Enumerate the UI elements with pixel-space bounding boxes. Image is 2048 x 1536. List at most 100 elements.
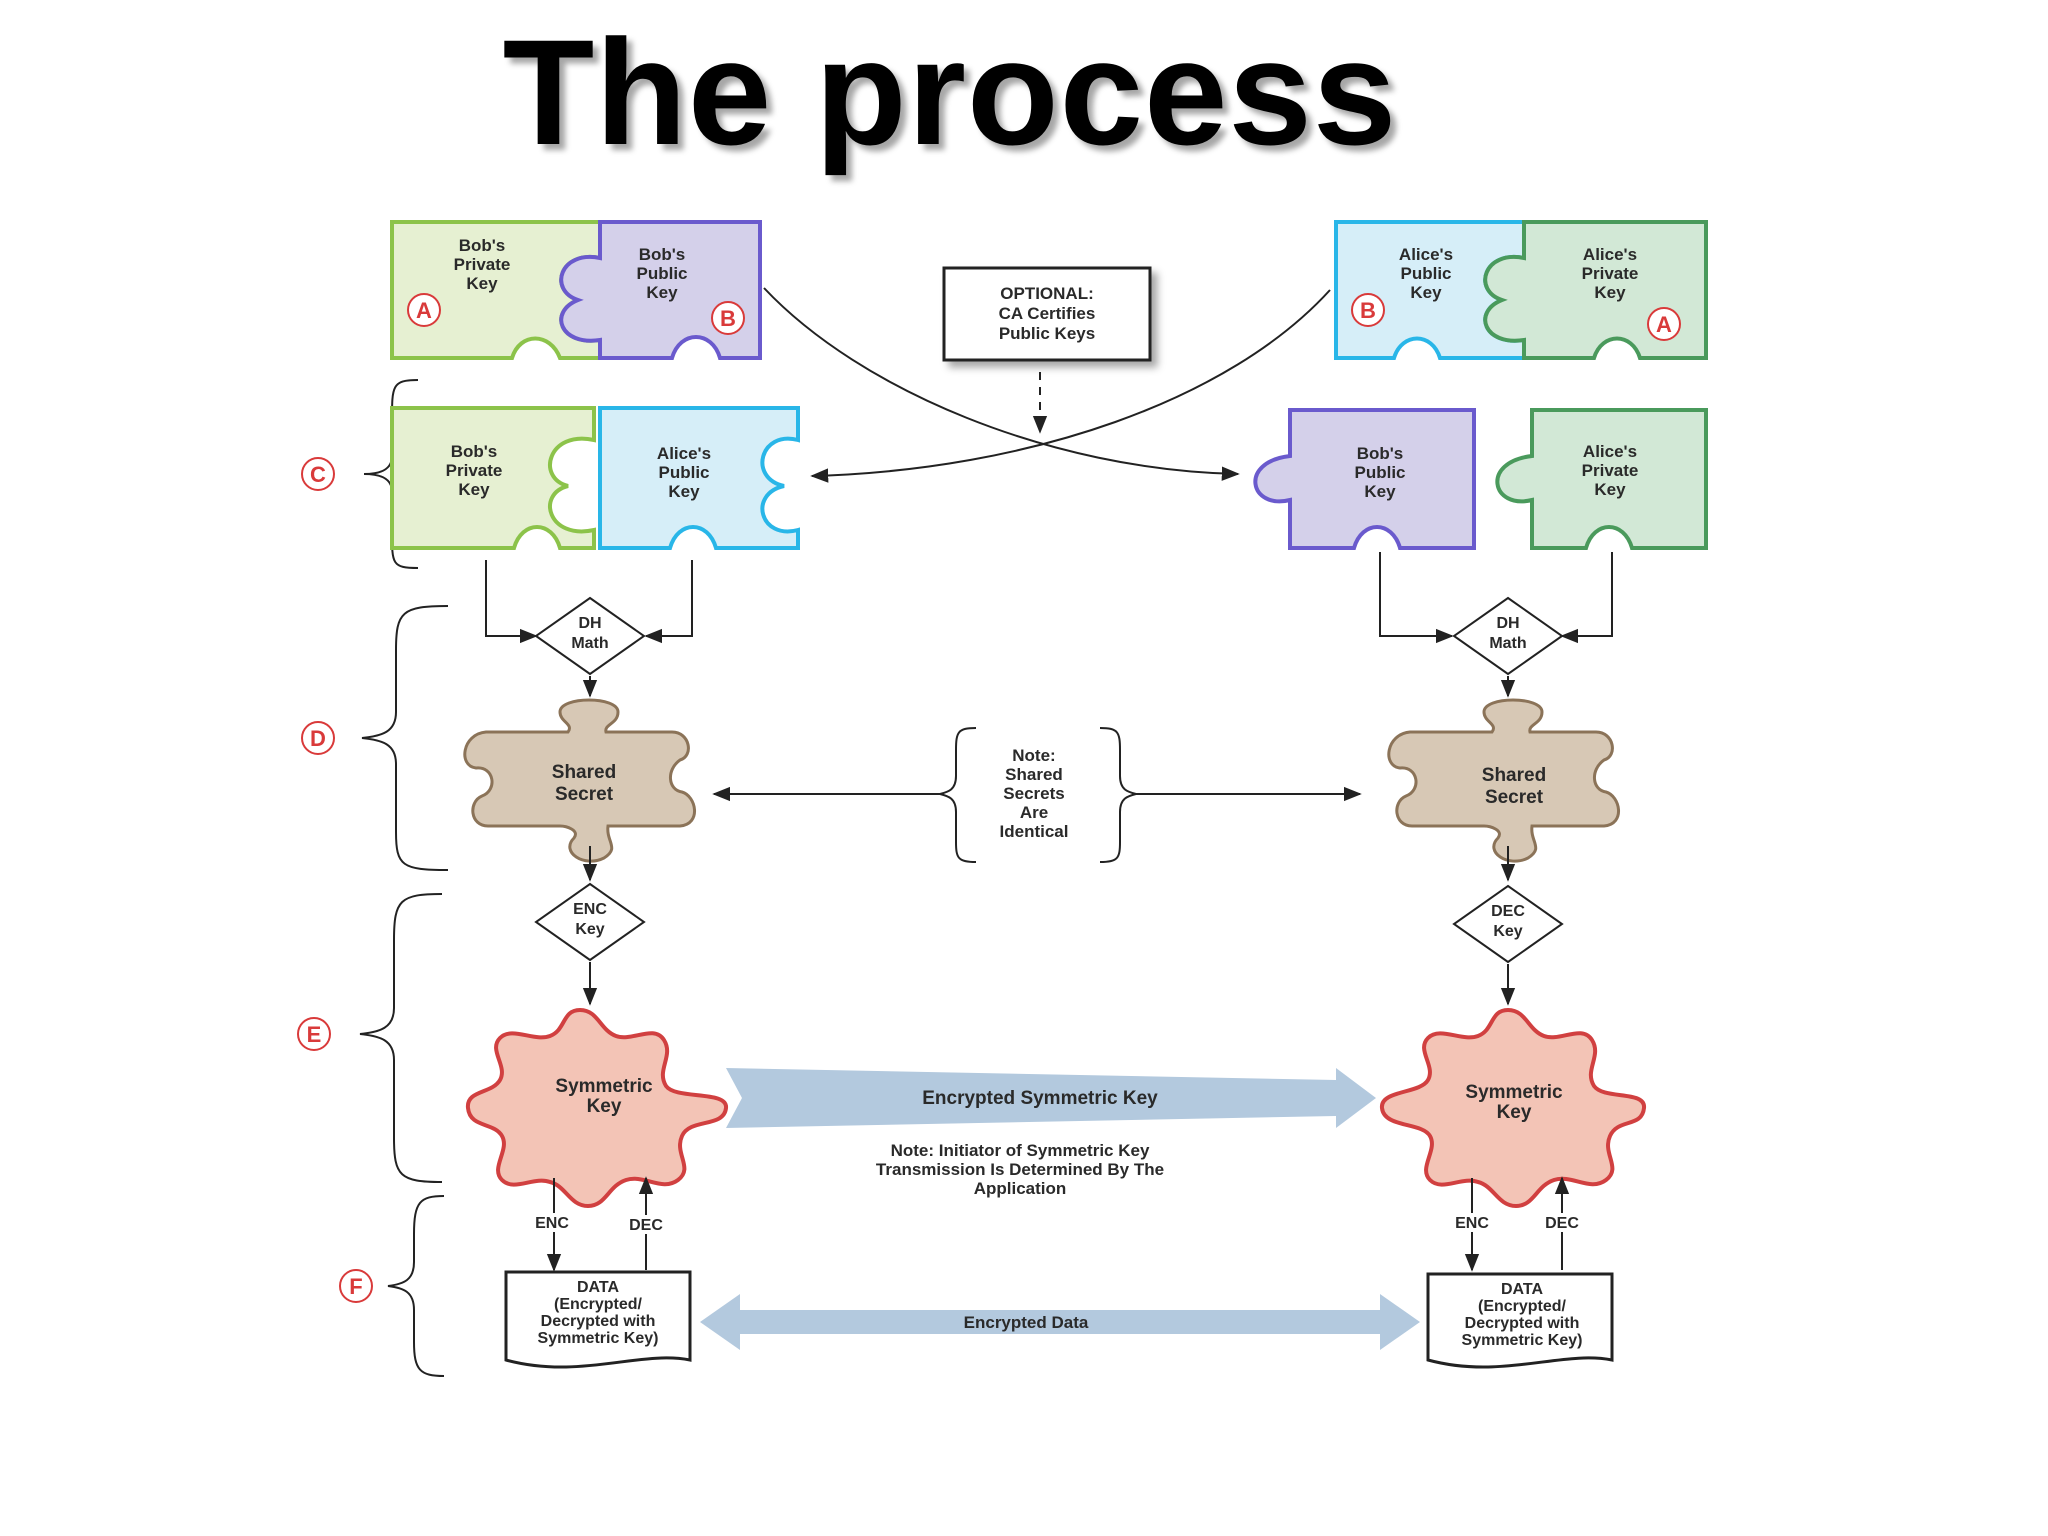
alice-private-key-label-top-2: Private bbox=[1582, 264, 1639, 283]
data-left-line-2: (Encrypted/ bbox=[554, 1296, 643, 1313]
shared-secret-left: Shared Secret bbox=[463, 698, 696, 863]
letter-a-right: A bbox=[1656, 312, 1672, 337]
letter-d: D bbox=[310, 726, 326, 751]
bob-public-key-piece bbox=[1253, 408, 1476, 550]
bob-private-key-label-1: Bob's bbox=[451, 442, 498, 461]
optional-ca-box: OPTIONAL: CA Certifies Public Keys bbox=[942, 266, 1152, 434]
alice-private-key-label-2: Private bbox=[1582, 461, 1639, 480]
shared-secret-right-line-2: Secret bbox=[1485, 787, 1544, 808]
data-document-left: DATA (Encrypted/ Decrypted with Symmetri… bbox=[504, 1270, 692, 1369]
bob-public-key-label-top-1: Bob's bbox=[639, 245, 686, 264]
alice-private-key-label-3: Key bbox=[1594, 480, 1626, 499]
data-document-right: DATA (Encrypted/ Decrypted with Symmetri… bbox=[1426, 1272, 1614, 1369]
bob-public-key-label-top-3: Key bbox=[646, 283, 678, 302]
note-initiator: Note: Initiator of Symmetric Key Transmi… bbox=[876, 1141, 1164, 1198]
exchange-arrow-alice-public bbox=[810, 289, 1331, 483]
symmetric-key-left-line-2: Key bbox=[587, 1096, 622, 1117]
bob-public-key-piece-top bbox=[559, 220, 762, 360]
shared-secret-right: Shared Secret bbox=[1387, 698, 1620, 863]
enc-dec-arrows-left bbox=[546, 1176, 654, 1272]
alice-key-pair-top: Alice's Public Key Alice's Private Key B… bbox=[1334, 220, 1708, 360]
note-identical-line-5: Identical bbox=[1000, 822, 1069, 841]
bob-private-key-label-top-1: Bob's bbox=[459, 236, 506, 255]
alice-side-keys: Bob's Public Key Alice's Private Key bbox=[1253, 408, 1708, 550]
dec-key-diamond: DEC Key bbox=[1452, 884, 1564, 1006]
exchange-arrow-bob-public bbox=[763, 287, 1240, 481]
letter-c: C bbox=[310, 462, 326, 487]
symmetric-key-right: Symmetric Key bbox=[1380, 1007, 1646, 1209]
note-identical: Note: Shared Secrets Are Identical bbox=[712, 727, 1362, 863]
letter-a-left: A bbox=[416, 298, 432, 323]
data-right-line-2: (Encrypted/ bbox=[1478, 1298, 1567, 1315]
encrypted-symmetric-key-arrow: Encrypted Symmetric Key bbox=[726, 1068, 1376, 1128]
encrypted-data-label: Encrypted Data bbox=[964, 1313, 1089, 1332]
bracket-f: F bbox=[339, 1195, 445, 1377]
dec-key-line-2: Key bbox=[1493, 923, 1522, 940]
dh-math-left-line-2: Math bbox=[571, 635, 608, 652]
bob-side-keys: Bob's Private Key Alice's Public Key bbox=[390, 406, 800, 550]
enc-key-line-1: ENC bbox=[573, 901, 607, 918]
alice-public-key-label-top-3: Key bbox=[1410, 283, 1442, 302]
bracket-d: D bbox=[301, 605, 449, 871]
symmetric-key-left-line-1: Symmetric bbox=[555, 1076, 653, 1097]
enc-label-right: ENC bbox=[1455, 1215, 1489, 1232]
bracket-e: E bbox=[297, 893, 443, 1183]
letter-f: F bbox=[349, 1274, 362, 1299]
data-right-line-1: DATA bbox=[1501, 1281, 1544, 1298]
dec-label-right: DEC bbox=[1545, 1215, 1579, 1232]
bob-private-key-label-top-2: Private bbox=[454, 255, 511, 274]
note-identical-line-1: Note: bbox=[1012, 746, 1055, 765]
enc-key-diamond: ENC Key bbox=[534, 882, 646, 1006]
bob-public-key-label-top-2: Public bbox=[636, 264, 687, 283]
letter-b-left: B bbox=[720, 306, 736, 331]
bob-public-key-label-1: Bob's bbox=[1357, 444, 1404, 463]
bob-key-pair-top: Bob's Private Key Bob's Public Key A B bbox=[390, 220, 762, 360]
encrypted-data-arrow: Encrypted Data bbox=[700, 1294, 1420, 1350]
note-initiator-line-1: Note: Initiator of Symmetric Key bbox=[891, 1141, 1150, 1160]
alice-public-key-label-1: Alice's bbox=[657, 444, 711, 463]
symmetric-key-right-line-1: Symmetric bbox=[1465, 1082, 1563, 1103]
optional-box-line-1: OPTIONAL: bbox=[1000, 284, 1094, 303]
letter-b-right: B bbox=[1360, 298, 1376, 323]
data-right-line-4: Symmetric Key) bbox=[1462, 1332, 1583, 1349]
note-identical-line-3: Secrets bbox=[1003, 784, 1064, 803]
note-initiator-line-3: Application bbox=[974, 1179, 1067, 1198]
symmetric-key-right-line-2: Key bbox=[1497, 1102, 1532, 1123]
alice-public-key-label-3: Key bbox=[668, 482, 700, 501]
shared-secret-left-line-1: Shared bbox=[552, 762, 616, 783]
dh-math-right-line-1: DH bbox=[1496, 615, 1519, 632]
dh-math-right-line-2: Math bbox=[1489, 635, 1526, 652]
letter-e: E bbox=[307, 1022, 322, 1047]
symmetric-key-left: Symmetric Key bbox=[466, 1007, 728, 1209]
data-left-line-4: Symmetric Key) bbox=[538, 1330, 659, 1347]
data-right-line-3: Decrypted with bbox=[1465, 1315, 1580, 1332]
data-left-line-3: Decrypted with bbox=[541, 1313, 656, 1330]
alice-public-key-piece bbox=[598, 406, 800, 550]
optional-box-line-3: Public Keys bbox=[999, 324, 1095, 343]
alice-public-key-label-top-2: Public bbox=[1400, 264, 1451, 283]
slide-title: The process bbox=[502, 8, 1398, 176]
alice-private-key-label-top-1: Alice's bbox=[1583, 245, 1637, 264]
bob-private-key-label-top-3: Key bbox=[466, 274, 498, 293]
bob-public-key-label-2: Public bbox=[1354, 463, 1405, 482]
enc-key-line-2: Key bbox=[575, 921, 604, 938]
dh-connectors bbox=[485, 552, 1613, 644]
note-initiator-line-2: Transmission Is Determined By The bbox=[876, 1160, 1164, 1179]
note-identical-line-2: Shared bbox=[1005, 765, 1063, 784]
dh-math-right: DH Math bbox=[1452, 596, 1564, 698]
svg-text:ENC: ENC bbox=[1455, 1215, 1489, 1232]
optional-box-line-2: CA Certifies bbox=[999, 304, 1096, 323]
alice-private-key-label-1: Alice's bbox=[1583, 442, 1637, 461]
alice-public-key-label-top-1: Alice's bbox=[1399, 245, 1453, 264]
alice-public-key-label-2: Public bbox=[658, 463, 709, 482]
bob-private-key-piece bbox=[390, 406, 596, 550]
note-identical-line-4: Are bbox=[1020, 803, 1048, 822]
svg-text:ENC: ENC bbox=[535, 1215, 569, 1232]
bob-public-key-label-3: Key bbox=[1364, 482, 1396, 501]
encrypted-symmetric-key-label: Encrypted Symmetric Key bbox=[922, 1088, 1158, 1109]
dec-label-left: DEC bbox=[629, 1217, 663, 1234]
alice-private-key-label-top-3: Key bbox=[1594, 283, 1626, 302]
enc-label-left: ENC bbox=[535, 1215, 569, 1232]
bob-private-key-label-2: Private bbox=[446, 461, 503, 480]
